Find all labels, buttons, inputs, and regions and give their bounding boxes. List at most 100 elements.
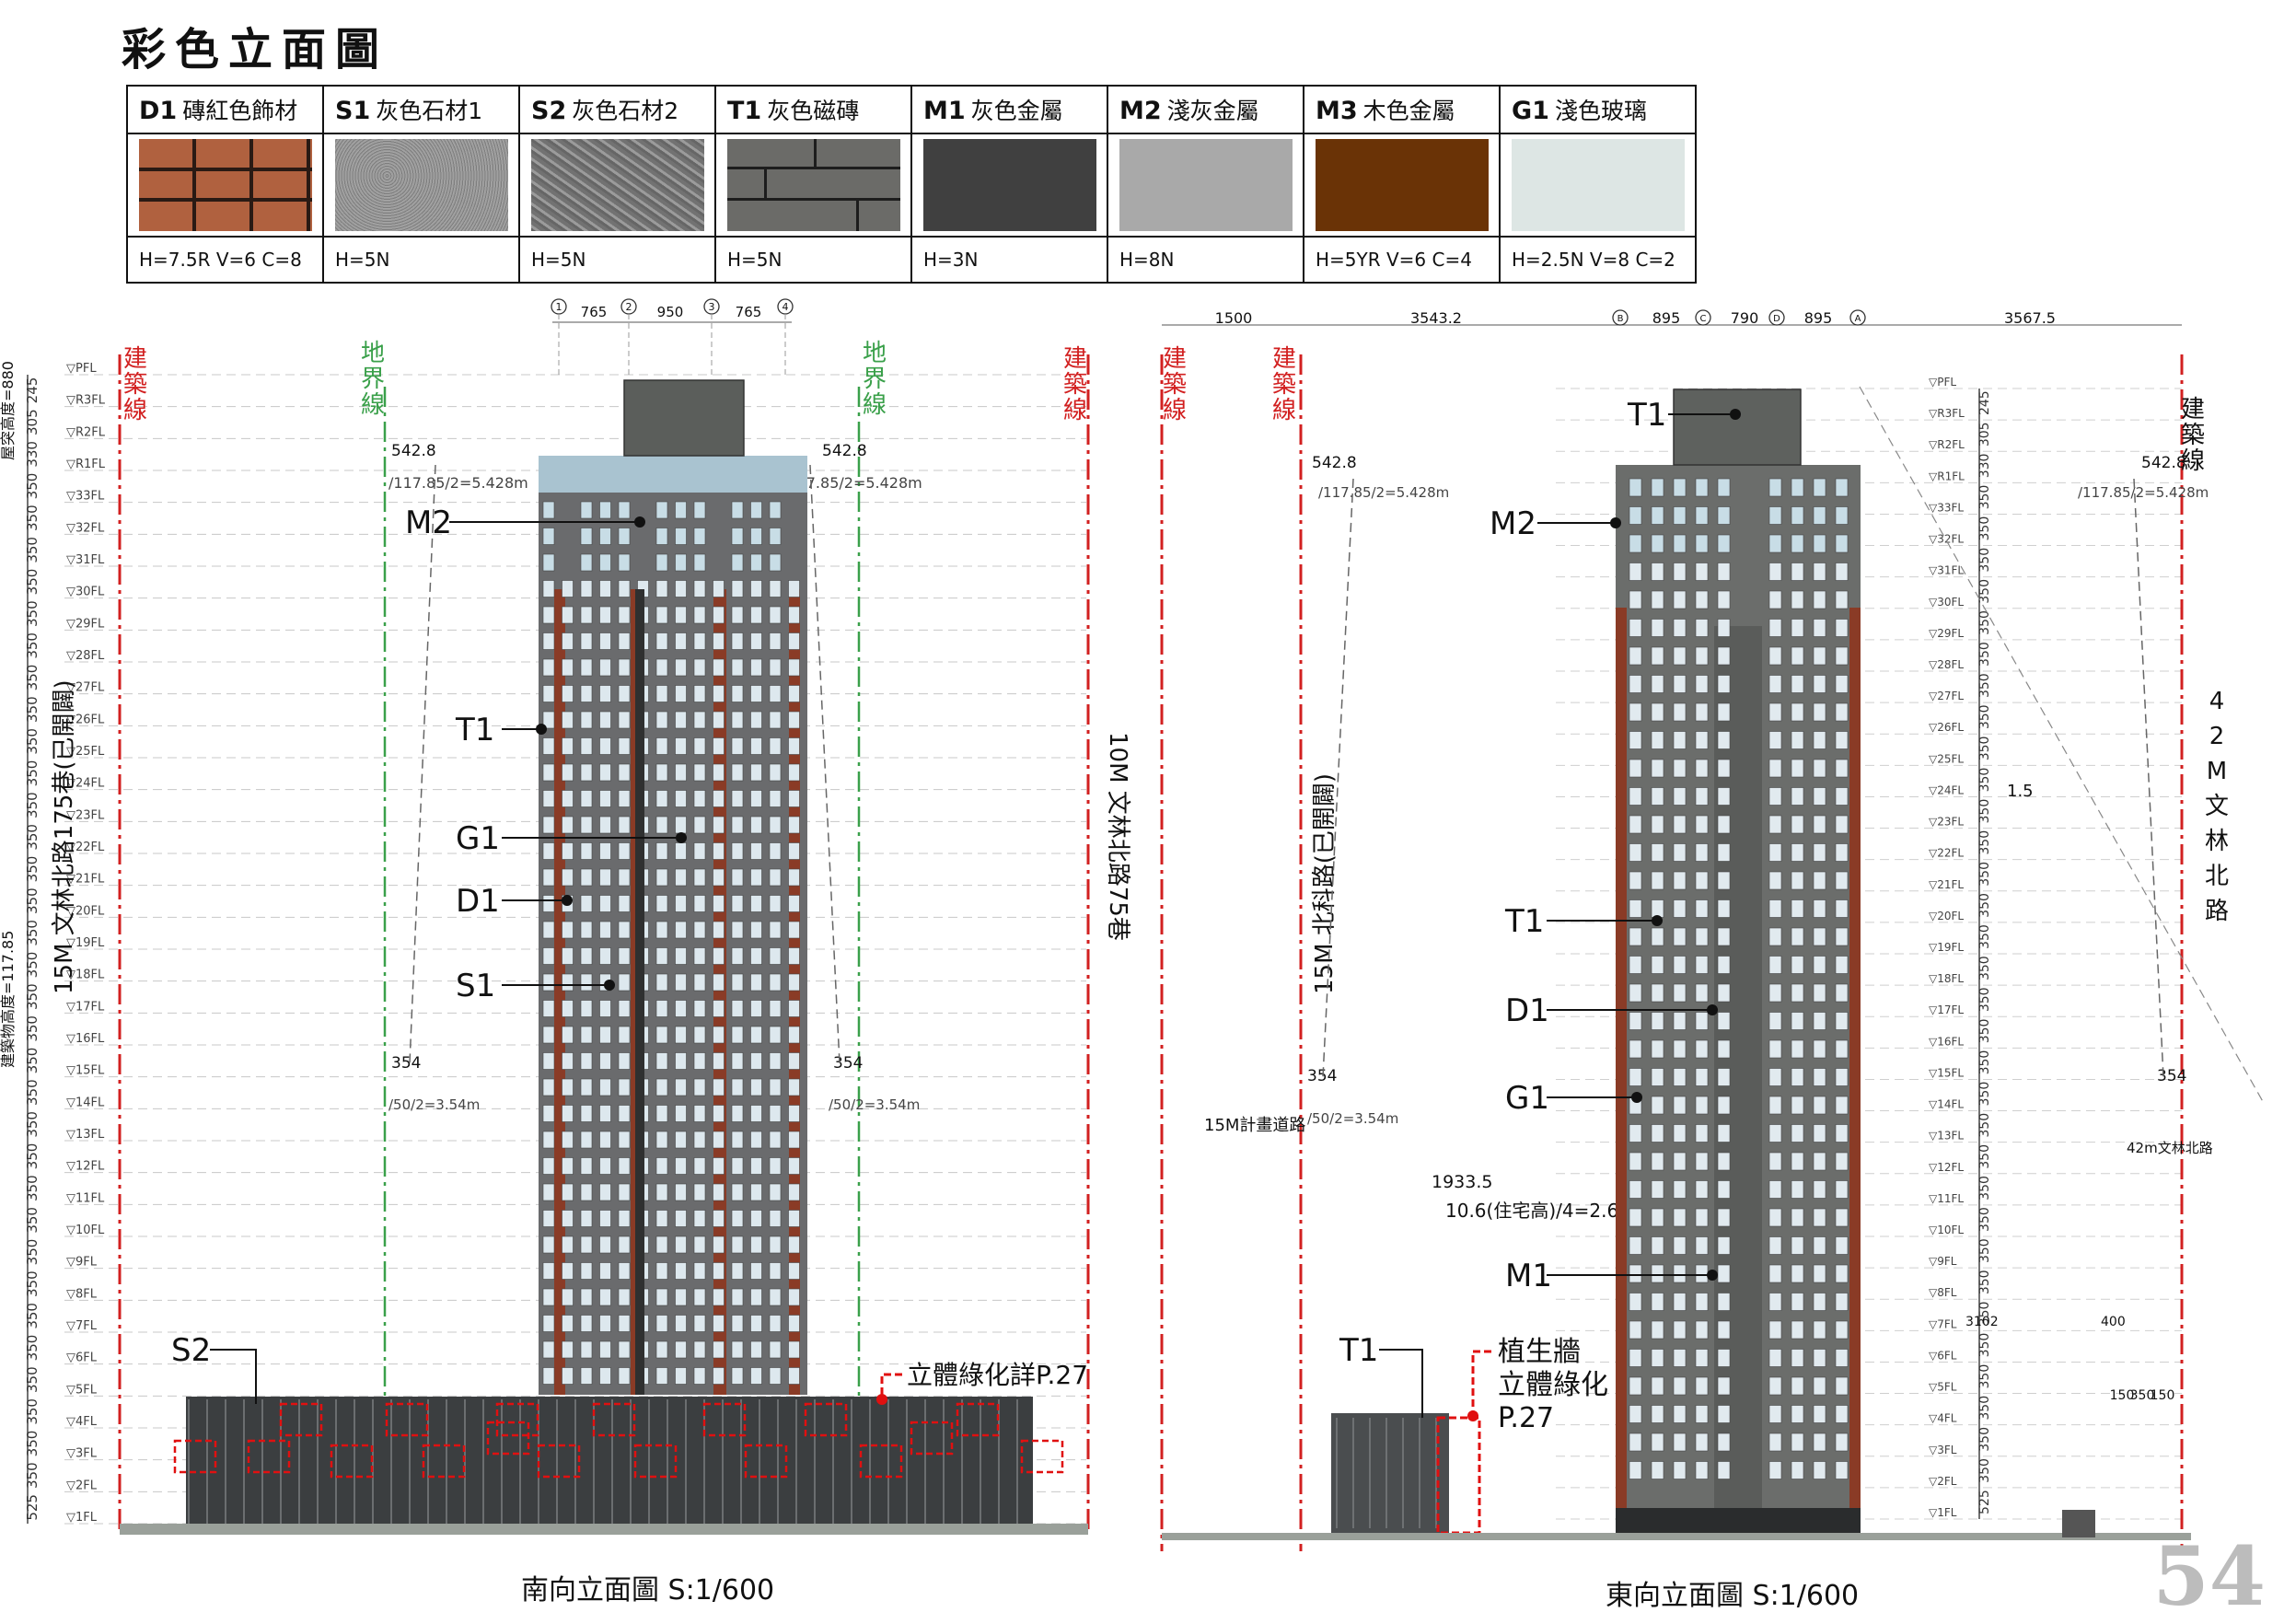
tower-window xyxy=(562,1340,574,1359)
east-window xyxy=(1768,590,1782,609)
east-window xyxy=(1651,1264,1664,1283)
tower-window xyxy=(750,842,762,860)
east-slope-right xyxy=(2133,478,2164,1078)
east-window xyxy=(1673,646,1687,666)
tower-window xyxy=(655,1078,668,1096)
floor-label-east: ▽27FL xyxy=(1929,690,1964,702)
floor-label-south: ▽26FL xyxy=(66,713,105,726)
floor-label-east: ▽28FL xyxy=(1929,658,1964,671)
east-window xyxy=(1835,871,1849,890)
east-window xyxy=(1673,983,1687,1003)
tower-window xyxy=(693,1078,706,1096)
tower-window xyxy=(542,1078,555,1096)
tower-window xyxy=(675,1235,687,1254)
floor-dimension-south: 350 xyxy=(24,1143,41,1170)
tower-window xyxy=(580,1105,593,1122)
floor-dimension-south: 350 xyxy=(24,1270,41,1297)
east-window xyxy=(1768,759,1782,778)
tower-window xyxy=(580,816,593,834)
floor-label-east: ▽15FL xyxy=(1929,1066,1964,1079)
tower-window xyxy=(675,658,687,677)
floor-dimension-south: 350 xyxy=(24,920,41,946)
tower-window xyxy=(618,895,631,912)
east-window xyxy=(1673,927,1687,946)
tower-window xyxy=(769,658,782,677)
east-window xyxy=(1651,759,1664,778)
greening-box xyxy=(956,1402,1000,1437)
tower-window xyxy=(731,1183,744,1201)
building-height-label: 建築物高度=117.85 xyxy=(0,931,17,1068)
floor-label-east: ▽9FL xyxy=(1929,1255,1957,1268)
east-window xyxy=(1717,646,1731,666)
east-window xyxy=(1813,1152,1826,1171)
tower-window xyxy=(675,685,687,702)
vertical-char: M xyxy=(2207,758,2227,785)
east-dot xyxy=(1631,1092,1642,1103)
tower-window xyxy=(788,1367,800,1385)
east-window xyxy=(1673,1068,1687,1086)
floor-label-east: ▽24FL xyxy=(1929,783,1964,796)
east-value-3102: 3102 xyxy=(1965,1315,1999,1329)
floor-dimension-south: 350 xyxy=(24,632,41,659)
tower-window xyxy=(750,1183,762,1201)
east-window xyxy=(1768,1068,1782,1086)
tower-window xyxy=(618,580,631,597)
east-window xyxy=(1813,1461,1826,1479)
east-window xyxy=(1695,1180,1709,1199)
floor-dimension-east: 350 xyxy=(1977,924,1992,949)
top-dimension: 765 xyxy=(581,304,608,320)
floor-label-east: ▽4FL xyxy=(1929,1412,1957,1425)
tower-window xyxy=(655,1340,668,1359)
east-window xyxy=(1695,702,1709,722)
east-window xyxy=(1717,871,1731,890)
material-swatch-cell xyxy=(714,133,912,238)
tower-window xyxy=(542,947,555,965)
east-window xyxy=(1651,1376,1664,1396)
floor-dimension-south: 350 xyxy=(24,1335,41,1362)
tower-window xyxy=(562,973,574,992)
east-window xyxy=(1651,1405,1664,1423)
tower-window xyxy=(731,1288,744,1306)
east-window xyxy=(1629,675,1642,693)
tower-window xyxy=(580,553,593,572)
east-window xyxy=(1835,843,1849,862)
tower-window xyxy=(599,658,611,677)
east-window xyxy=(1651,1293,1664,1311)
tower-window xyxy=(769,1078,782,1096)
tower-window xyxy=(580,1026,593,1044)
east-window xyxy=(1813,815,1826,834)
east-window xyxy=(1768,1349,1782,1367)
tower-window xyxy=(693,1052,706,1070)
east-top-dimension: 790 xyxy=(1731,309,1759,327)
east-window xyxy=(1791,506,1804,525)
vertical-char: 築 xyxy=(1163,371,1187,399)
tower-window xyxy=(693,711,706,729)
tower-window xyxy=(675,842,687,860)
floor-dimension-east: 350 xyxy=(1977,799,1992,824)
tower-window xyxy=(675,921,687,939)
tower-window xyxy=(655,711,668,729)
tower-window xyxy=(769,895,782,912)
tower-window xyxy=(731,816,744,834)
tower-window xyxy=(599,1026,611,1044)
tower-window xyxy=(562,1183,574,1201)
tower-window xyxy=(562,921,574,939)
floor-label-south: ▽22FL xyxy=(66,841,105,854)
tower-window xyxy=(655,1235,668,1254)
south-callout-dot xyxy=(604,980,615,991)
greening-box xyxy=(486,1421,530,1456)
east-window xyxy=(1629,534,1642,553)
tower-window xyxy=(788,868,800,887)
tower-window xyxy=(788,1026,800,1044)
east-window xyxy=(1629,1124,1642,1143)
floor-dimension-east: 350 xyxy=(1977,1302,1992,1327)
tower-window xyxy=(618,1157,631,1175)
tower-window xyxy=(618,816,631,834)
greening-box xyxy=(910,1421,954,1456)
east-window xyxy=(1768,956,1782,974)
tower-window xyxy=(562,947,574,965)
vertical-char: 建 xyxy=(1272,345,1296,373)
top-dimension: 950 xyxy=(657,304,684,320)
floor-label-east: ▽R1FL xyxy=(1929,470,1965,482)
